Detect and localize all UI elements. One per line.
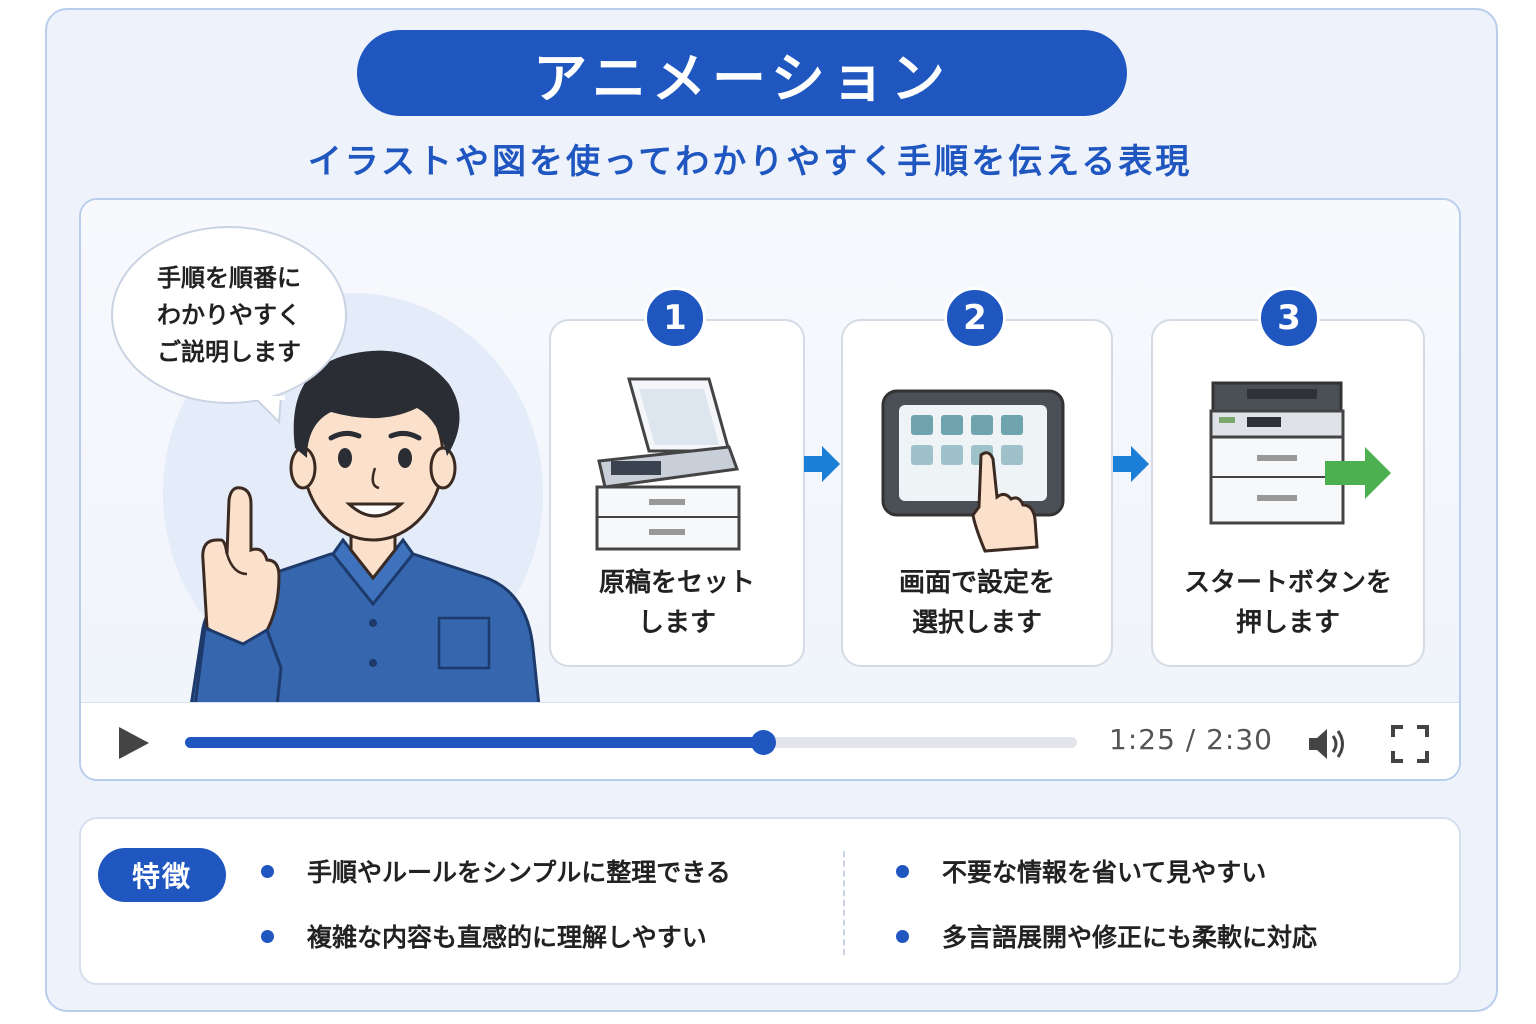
step-3-text: スタートボタンを (1183, 568, 1392, 598)
speech-bubble-tail (251, 396, 285, 425)
touch-panel-icon (881, 389, 1065, 553)
video-frame[interactable]: 手順を順番に わかりやすく ご説明します 原稿をセット します (81, 200, 1459, 708)
arrow-right-icon (1113, 446, 1149, 482)
feature-item-text: 不要な情報を省いて見やすい (942, 858, 1267, 887)
step-card-2: 画面で設定を 選択します (841, 319, 1113, 667)
feature-item: 不要な情報を省いて見やすい (896, 853, 1266, 889)
progress-handle[interactable] (751, 730, 777, 755)
step-2-text: 画面で設定を (898, 568, 1055, 598)
arrow-right-icon (804, 446, 840, 482)
step-badge-3: 3 (1258, 287, 1320, 349)
speech-bubble-line: ご説明します (157, 337, 301, 366)
page-subtitle: イラストや図を使ってわかりやすく手順を伝える表現 (307, 142, 1193, 182)
step-2-text: 選択します (911, 608, 1042, 638)
step-card-3: スタートボタンを 押します (1151, 319, 1425, 667)
play-icon[interactable] (117, 725, 151, 761)
speech-bubble: 手順を順番に わかりやすく ご説明します (111, 226, 347, 404)
time-display: 1:25 / 2:30 (1109, 723, 1273, 756)
feature-item-text: 複雑な内容も直感的に理解しやすい (307, 923, 707, 952)
features-panel: 特徴 手順やルールをシンプルに整理できる 複雑な内容も直感的に理解しやすい 不要… (79, 817, 1461, 985)
copier-open-lid-icon (595, 377, 741, 551)
step-1-text: します (637, 608, 716, 638)
feature-item-text: 手順やルールをシンプルに整理できる (307, 858, 731, 887)
speech-bubble-line: わかりやすく (157, 300, 301, 329)
bullet-icon (261, 864, 274, 878)
copier-output-icon (1209, 381, 1391, 525)
bullet-icon (896, 929, 909, 943)
step-3-text: 押します (1235, 608, 1340, 638)
step-1-text: 原稿をセット (598, 568, 755, 598)
bullet-icon (261, 929, 274, 943)
volume-icon[interactable] (1307, 727, 1349, 761)
progress-track[interactable] (185, 730, 1077, 755)
progress-fill (185, 737, 764, 748)
step-badge-1: 1 (644, 287, 706, 349)
presenter-illustration (189, 350, 541, 708)
bullet-icon (896, 864, 909, 878)
feature-item: 手順やルールをシンプルに整理できる (261, 853, 731, 889)
speech-bubble-line: 手順を順番に (157, 263, 301, 292)
feature-item: 複雑な内容も直感的に理解しやすい (261, 918, 707, 954)
step-badge-2: 2 (944, 287, 1006, 349)
page-title: アニメーション (357, 30, 1127, 116)
feature-item-text: 多言語展開や修正にも柔軟に対応 (942, 923, 1318, 952)
features-divider (843, 851, 845, 955)
fullscreen-icon[interactable] (1391, 725, 1429, 763)
feature-item: 多言語展開や修正にも柔軟に対応 (896, 918, 1317, 954)
video-player[interactable]: 手順を順番に わかりやすく ご説明します 原稿をセット します (79, 198, 1461, 781)
features-label: 特徴 (98, 848, 226, 902)
step-card-1: 原稿をセット します (549, 319, 805, 667)
player-controls: 1:25 / 2:30 (81, 702, 1459, 779)
